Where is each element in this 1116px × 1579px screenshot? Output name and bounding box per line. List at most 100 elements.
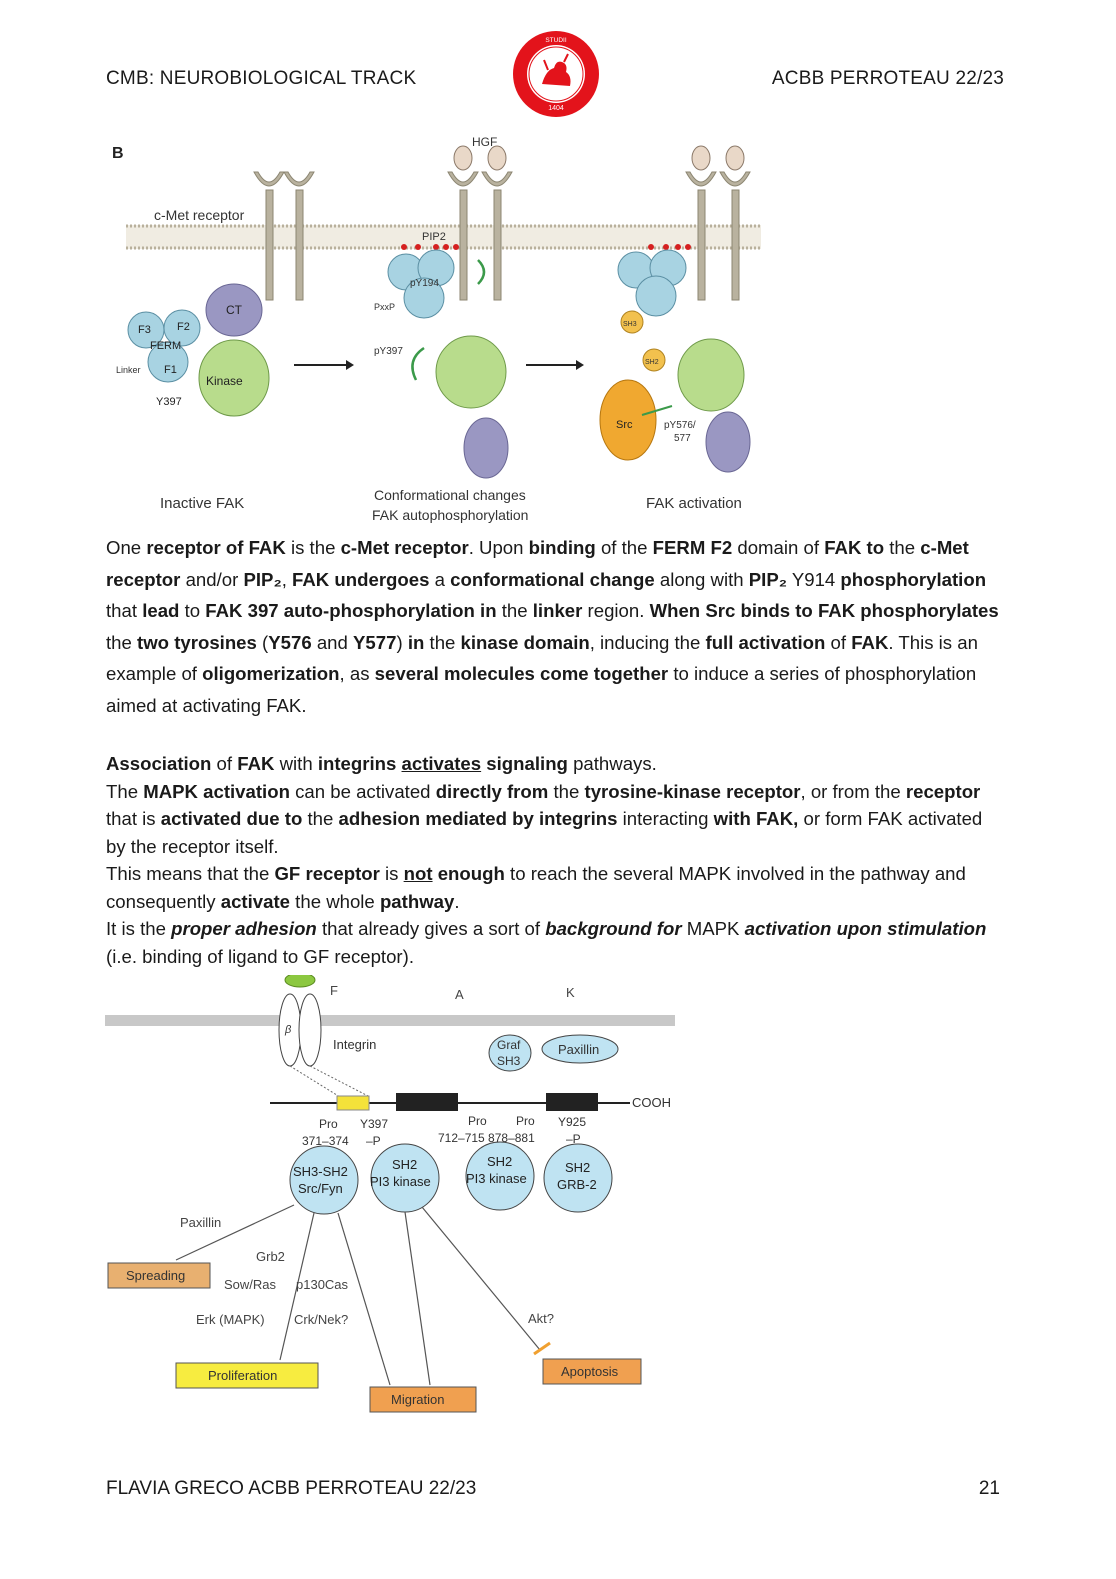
ferm-stage2	[387, 249, 455, 319]
svg-text:–P: –P	[566, 1132, 581, 1146]
svg-text:Graf: Graf	[497, 1038, 521, 1052]
svg-text:Src: Src	[616, 419, 633, 431]
pip2-dots	[401, 244, 691, 250]
paragraph-fak-receptor: One receptor of FAK is the c-Met recepto…	[106, 537, 999, 716]
svg-text:Kinase: Kinase	[206, 374, 243, 388]
migration-box	[369, 1386, 477, 1413]
svg-text:PI3 kinase: PI3 kinase	[370, 1174, 431, 1189]
header-right: ACBB PERROTEAU 22/23	[771, 68, 1004, 89]
proliferation-box	[175, 1362, 319, 1389]
svg-text:F1: F1	[164, 364, 177, 376]
svg-text:p130Cas: p130Cas	[296, 1277, 349, 1292]
cell-membrane	[126, 225, 761, 249]
svg-text:pY194: pY194	[410, 278, 439, 289]
sh2-grb2	[543, 1143, 613, 1213]
line-proper-adhesion: It is the proper adhesion that already g…	[106, 918, 987, 967]
svg-text:Y925: Y925	[558, 1115, 586, 1129]
stage-1-caption: Inactive FAK	[160, 495, 244, 512]
integrin-head	[284, 975, 316, 988]
kinase-block-2	[546, 1093, 598, 1111]
ct-stage3	[705, 411, 751, 473]
ferm-domain	[127, 309, 201, 383]
integrin-label: Integrin	[333, 1037, 376, 1052]
svg-text:Pro: Pro	[516, 1114, 535, 1128]
sh2-domain	[642, 348, 666, 372]
footer-left: FLAVIA GRECO ACBB PERROTEAU 22/23	[106, 1478, 477, 1499]
ct-domain	[205, 283, 263, 337]
apoptosis-box	[542, 1358, 642, 1385]
kinase-stage2	[435, 335, 507, 409]
line-gf-receptor: This means that the GF receptor is not e…	[106, 863, 966, 912]
svg-text:SH2: SH2	[645, 359, 659, 366]
svg-text:PI3 kinase: PI3 kinase	[466, 1171, 527, 1186]
fak-activation-figure: B c-Met receptor HGF PIP2 CT Kinase F3 F…	[112, 135, 761, 523]
svg-text:SH3-SH2: SH3-SH2	[293, 1164, 348, 1179]
svg-text:pY576/: pY576/	[664, 420, 696, 431]
svg-text:Paxillin: Paxillin	[180, 1215, 221, 1230]
svg-text:SH2: SH2	[487, 1154, 512, 1169]
header-left: CMB: NEUROBIOLOGICAL TRACK	[106, 68, 417, 89]
svg-text:K: K	[566, 985, 575, 1000]
svg-text:Src/Fyn: Src/Fyn	[298, 1181, 343, 1196]
svg-text:HGF: HGF	[472, 135, 497, 149]
line-association: Association of FAK with integrins activa…	[106, 753, 657, 774]
svg-text:Migration: Migration	[391, 1392, 444, 1407]
svg-text:–P: –P	[366, 1134, 381, 1148]
svg-text:1404: 1404	[548, 105, 564, 112]
kinase-block-1	[396, 1093, 458, 1111]
ct-stage2	[463, 417, 509, 479]
svg-text:Erk (MAPK): Erk (MAPK)	[196, 1312, 265, 1327]
membrane-bar	[105, 1015, 675, 1026]
svg-text:SH3: SH3	[623, 321, 637, 328]
svg-text:Paxillin: Paxillin	[558, 1042, 599, 1057]
svg-text:Akt?: Akt?	[528, 1311, 554, 1326]
c-met-label: c-Met receptor	[154, 207, 245, 223]
svg-text:712–715 878–881: 712–715 878–881	[438, 1131, 535, 1145]
svg-text:F2: F2	[177, 321, 190, 333]
stage-3-caption: FAK activation	[646, 495, 742, 512]
svg-text:Crk/Nek?: Crk/Nek?	[294, 1312, 348, 1327]
svg-text:Proliferation: Proliferation	[208, 1368, 277, 1383]
svg-text:STUDII: STUDII	[545, 37, 567, 44]
ferm-stage3	[617, 249, 687, 317]
svg-text:SH2: SH2	[392, 1157, 417, 1172]
university-seal-logo: 1404 STUDII	[513, 31, 599, 117]
src-kinase	[599, 379, 657, 461]
svg-text:Pro: Pro	[319, 1117, 338, 1131]
graf-sh3	[488, 1034, 532, 1072]
sh3-domain	[620, 310, 644, 334]
svg-text:Sow/Ras: Sow/Ras	[224, 1277, 277, 1292]
spreading-box	[107, 1262, 211, 1289]
svg-text:Y397: Y397	[156, 396, 182, 408]
svg-text:Spreading: Spreading	[126, 1268, 185, 1283]
svg-text:CT: CT	[226, 303, 243, 317]
page-number: 21	[978, 1478, 1000, 1499]
svg-text:F: F	[330, 983, 338, 998]
y397-region	[336, 1095, 370, 1111]
svg-text:F3: F3	[138, 324, 151, 336]
kinase-domain	[198, 339, 270, 417]
paxillin-bubble	[541, 1034, 619, 1064]
hgf-ligand	[453, 145, 745, 171]
paragraph-integrin-signaling: Association of FAK with integrins activa…	[106, 750, 1006, 970]
stage-2-caption-1: Conformational changes	[374, 487, 526, 503]
svg-text:FERM: FERM	[150, 340, 181, 352]
svg-text:COOH: COOH	[632, 1095, 671, 1110]
fak-integrin-signaling-figure: β F A K Integrin Graf SH3 Paxillin COOH …	[105, 975, 675, 1413]
panel-label: B	[112, 145, 124, 162]
svg-text:Apoptosis: Apoptosis	[561, 1364, 619, 1379]
svg-text:Linker: Linker	[116, 365, 141, 375]
line-mapk: The MAPK activation can be activated dir…	[106, 780, 983, 857]
svg-text:SH2: SH2	[565, 1160, 590, 1175]
sh3-sh2-src-fyn	[289, 1145, 359, 1215]
svg-text:SH3: SH3	[497, 1054, 521, 1068]
integrin-alpha	[298, 993, 322, 1067]
svg-text:PIP2: PIP2	[422, 231, 446, 243]
svg-text:371–374: 371–374	[302, 1134, 349, 1148]
svg-text:pY397: pY397	[374, 346, 403, 357]
c-met-receptor	[253, 171, 751, 301]
svg-text:PxxP: PxxP	[374, 302, 395, 312]
svg-text:Y397: Y397	[360, 1117, 388, 1131]
svg-text:Pro: Pro	[468, 1114, 487, 1128]
svg-text:577: 577	[674, 433, 691, 444]
